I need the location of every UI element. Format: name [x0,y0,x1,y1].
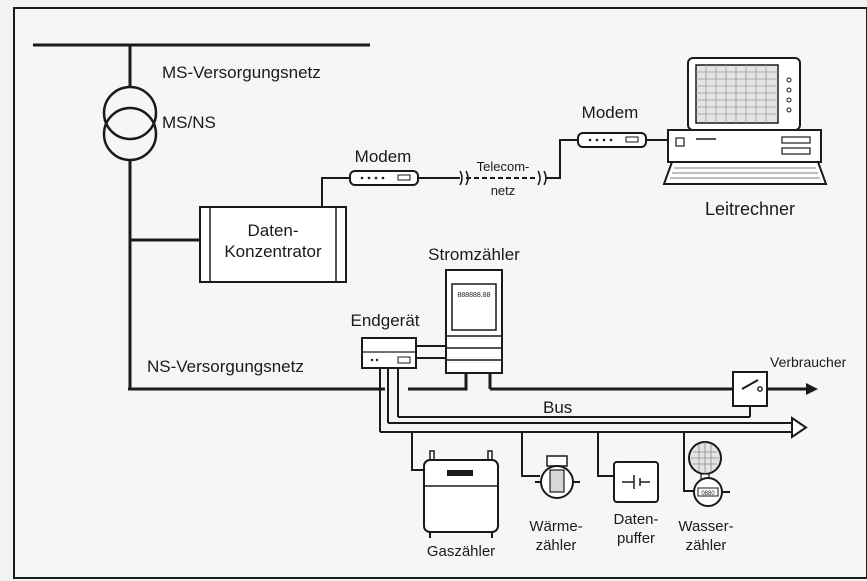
telecom-label-line1: Telecom- [477,159,530,174]
wasserzaehler-label-line2: zähler [686,537,727,554]
electricity-meter-icon [445,269,503,374]
heat-meter-icon [535,455,580,499]
telecom-label-line2: netz [491,183,516,198]
wasserzaehler-label-line1: Wasser- [678,518,733,535]
meter-display-value: 888888.88 [457,292,490,299]
bus-label: Bus [543,398,572,417]
ms-network-label: MS-Versorgungsnetz [162,63,321,82]
bus-line [379,368,808,439]
terminal-device-icon [361,337,417,369]
datenpuffer-label-line1: Daten- [613,511,658,528]
datenpuffer-label-line2: puffer [617,530,655,547]
modem-left-label: Modem [355,147,412,166]
leitrechner-label: Leitrechner [705,199,795,219]
concentrator-modem-line [321,177,350,207]
gas-meter-icon [423,450,499,538]
switch-icon [732,371,768,407]
ns-network-label: NS-Versorgungsnetz [147,357,304,376]
modem-left-icon [349,170,419,186]
verbraucher-label: Verbraucher [770,354,847,370]
transformer-label: MS/NS [162,113,216,132]
computer-icon [662,57,828,185]
meter-feed-in [408,373,468,391]
waermezaehler-label-line1: Wärme- [529,518,582,535]
modem-right-label: Modem [582,103,639,122]
data-concentrator [199,206,347,283]
telecom-link [418,139,578,186]
data-buffer-icon [613,461,659,503]
gaszaehler-label: Gaszähler [427,543,495,560]
consumer-arrow-icon [806,383,818,395]
water-display-value: 0880 [701,491,715,497]
water-meter-icon [688,441,730,507]
waermezaehler-label-line2: zähler [536,537,577,554]
bus-drops [411,432,694,492]
concentrator-label-line2: Konzentrator [224,242,322,261]
modem-right-icon [577,132,647,148]
stromzaehler-label: Stromzähler [428,245,520,264]
endgeraet-label: Endgerät [351,311,420,330]
concentrator-label-line1: Daten- [247,221,298,240]
